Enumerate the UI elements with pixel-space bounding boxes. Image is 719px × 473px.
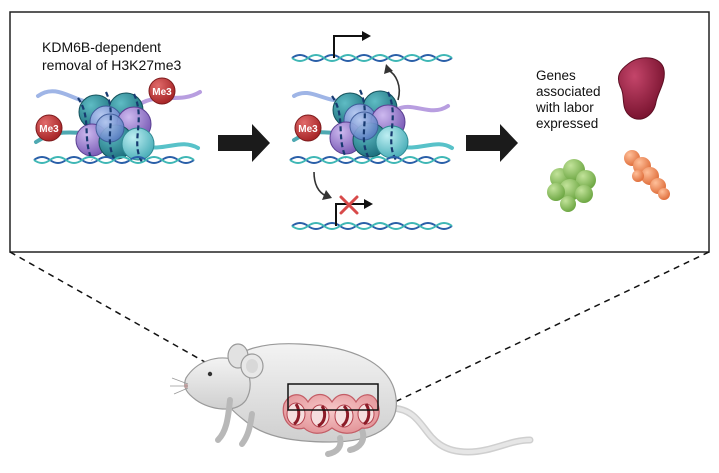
methyl-mark-icon: Me3 (35, 114, 63, 142)
outcome-line2: associated (536, 84, 601, 99)
panel-title-line2: removal of H3K27me3 (42, 57, 182, 73)
transcription-arrow-icon (333, 35, 364, 58)
svg-text:Me3: Me3 (152, 87, 172, 98)
protein-icon (547, 159, 596, 212)
protein-icon (617, 57, 665, 120)
svg-text:Me3: Me3 (298, 124, 318, 135)
zoom-box (287, 383, 379, 411)
methyl-mark-icon: Me3 (148, 77, 176, 105)
zoom-line-right (377, 251, 710, 411)
chromatin-methylated: Me3 Me3 (33, 77, 202, 164)
process-arrow-icon (218, 124, 270, 162)
panel-title-line1: KDM6B-dependent (42, 39, 161, 55)
methyl-mark-icon: Me3 (294, 114, 322, 142)
outcome-line3: with labor (535, 100, 594, 115)
blocked-icon (339, 195, 359, 215)
svg-text:Me3: Me3 (39, 124, 59, 135)
histone-tail-icon (394, 104, 450, 113)
transcription-arrow-icon (335, 203, 366, 226)
outcome-line1: Genes (536, 68, 576, 83)
uterus-icon (282, 393, 380, 434)
protein-icon (624, 150, 670, 200)
chromatin-demethylated: Me3 (289, 31, 454, 230)
process-arrow-icon (466, 124, 518, 162)
outcome-line4: expressed (536, 116, 598, 131)
